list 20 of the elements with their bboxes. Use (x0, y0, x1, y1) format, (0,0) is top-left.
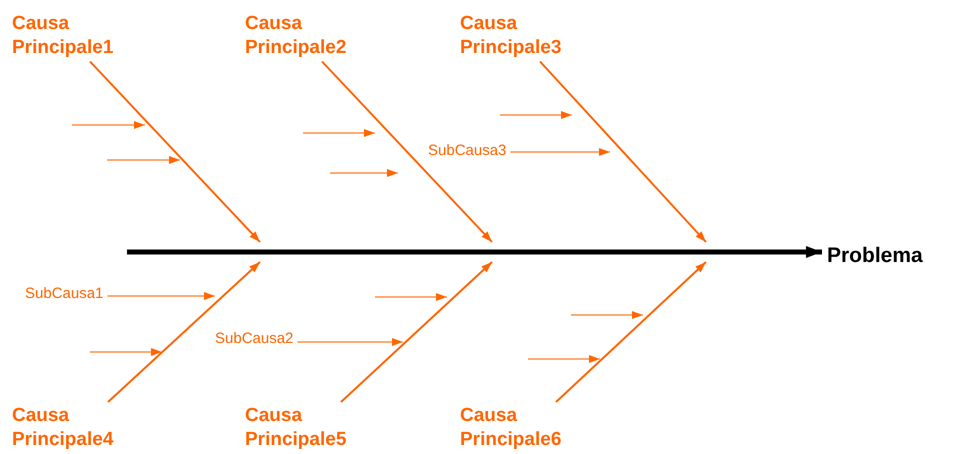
bone-arrow (321, 60, 493, 243)
bone-arrow (89, 60, 261, 243)
arrow (296, 338, 404, 346)
cause-label: Causa Principale4 (12, 404, 132, 452)
bone-arrow (340, 261, 493, 403)
arrow (510, 148, 610, 156)
sub-cause-label: SubCausa1 (25, 286, 104, 302)
cause-label: Causa Principale2 (245, 12, 365, 60)
effect-label: Problema (827, 243, 923, 270)
bone-arrow (539, 60, 707, 243)
bone-arrow (555, 261, 707, 403)
sub-cause-label: SubCausa3 (428, 143, 506, 160)
cause-label: Causa Principale5 (245, 404, 365, 452)
spine-arrow (127, 246, 822, 258)
sub-cause-label: SubCausa2 (215, 331, 294, 348)
cause-label: Causa Principale1 (12, 12, 132, 60)
bone-arrow (107, 261, 261, 403)
cause-label: Causa Principale6 (460, 404, 580, 452)
cause-label: Causa Principale3 (460, 12, 580, 60)
arrow (106, 292, 216, 300)
